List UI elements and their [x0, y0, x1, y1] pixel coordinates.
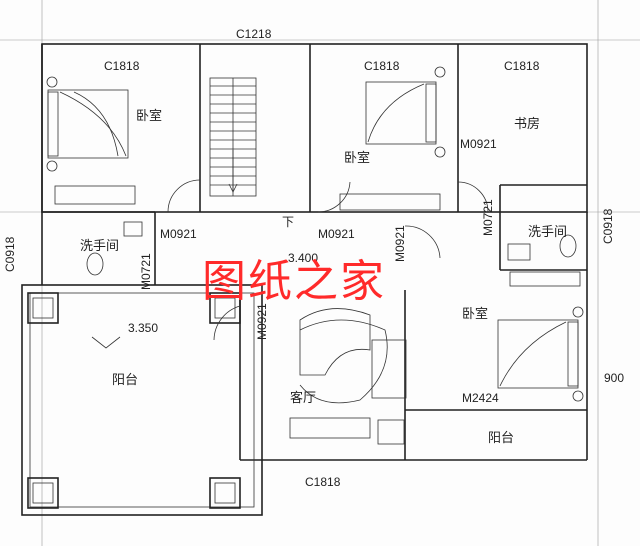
door-m0721-e: M0721 [481, 199, 495, 236]
level-balcony: 3.350 [128, 321, 158, 335]
door-m0721-w: M0721 [139, 253, 153, 290]
balcony-west [21, 284, 263, 516]
staircase [209, 77, 257, 197]
window-c0918-e: C0918 [601, 208, 615, 244]
door-m0921-study: M0921 [460, 137, 497, 151]
room-study: 书房 [514, 116, 540, 132]
room-living: 客厅 [290, 390, 316, 406]
room-bath-w: 洗手间 [80, 239, 119, 254]
door-m0921-bath: M0921 [160, 227, 197, 241]
stair-down-label: 下 [282, 215, 294, 229]
bed-se [497, 306, 584, 402]
bed-nw [46, 76, 129, 172]
labels: C1218 C1818 C1818 C1818 C1818 卧室 卧室 书房 卧… [3, 27, 624, 489]
window-c1818-ne: C1818 [504, 59, 540, 73]
watermark: 图纸之家 [202, 256, 386, 307]
dimension-right: 900 [604, 371, 624, 385]
room-bedroom-n: 卧室 [344, 150, 370, 166]
level-hall: 3.400 [288, 251, 318, 265]
room-balcony-s: 阳台 [488, 431, 514, 446]
room-balcony-w: 阳台 [112, 373, 138, 388]
door-m0921-hall: M0921 [318, 227, 355, 241]
window-c1818-n: C1818 [364, 59, 400, 73]
wardrobes [54, 185, 581, 287]
window-c1818-s: C1818 [305, 475, 341, 489]
window-c0918-w: C0918 [3, 236, 17, 272]
bath-fixtures [86, 221, 577, 276]
room-bath-e: 洗手间 [528, 225, 567, 240]
room-bedroom-se: 卧室 [462, 306, 488, 322]
walls [41, 43, 588, 461]
bed-n [365, 66, 446, 158]
room-bedroom-nw: 卧室 [136, 108, 162, 124]
window-c1818-nw: C1818 [104, 59, 140, 73]
window-c1218: C1218 [236, 27, 272, 41]
sofa-set [289, 308, 407, 445]
doors [167, 179, 489, 341]
door-m2424: M2424 [462, 391, 499, 405]
door-m0921-living: M0921 [255, 303, 269, 340]
door-m0921-vertical: M0921 [393, 225, 407, 262]
